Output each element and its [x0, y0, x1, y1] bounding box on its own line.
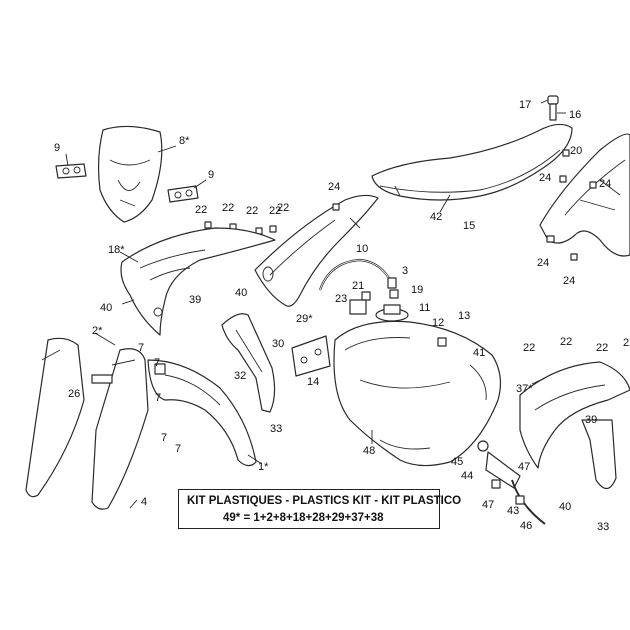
callout-24b: 24 — [599, 178, 611, 190]
callout-32: 32 — [234, 370, 246, 382]
callout-43: 43 — [507, 505, 519, 517]
bracket-right — [167, 185, 199, 203]
callout-22h: 22 — [596, 342, 608, 354]
callout-8: 8* — [179, 135, 190, 147]
callout-48: 48 — [363, 445, 375, 457]
callout-21: 21 — [352, 280, 364, 292]
callout-33b: 33 — [597, 521, 609, 533]
bracket-left — [55, 163, 87, 179]
fuel-tap — [477, 440, 546, 525]
callout-22f: 22 — [523, 342, 535, 354]
leader-lines — [65, 145, 546, 509]
callout-12: 12 — [432, 317, 444, 329]
callout-19: 19 — [411, 284, 423, 296]
callout-7e: 7 — [175, 443, 181, 455]
callout-40b: 40 — [235, 287, 247, 299]
callout-22g: 22 — [560, 336, 572, 348]
right-side-cover — [519, 361, 630, 490]
plastics-kit-box: KIT PLASTIQUES - PLASTICS KIT - KIT PLAS… — [178, 489, 461, 529]
callout-24c: 24 — [537, 257, 549, 269]
kit-formula: 49* = 1+2+8+18+28+29+37+38 — [223, 512, 384, 524]
callout-17: 17 — [519, 99, 531, 111]
callout-20: 20 — [570, 145, 582, 157]
callout-22c: 22 — [246, 205, 258, 217]
callout-9b: 9 — [208, 169, 214, 181]
frame-guard — [221, 313, 276, 413]
mounting-plate — [291, 335, 331, 377]
callout-18: 18* — [108, 244, 125, 256]
fuel-tank — [333, 320, 502, 467]
callout-7a: 7 — [138, 342, 144, 354]
callout-10: 10 — [356, 243, 368, 255]
callout-46: 46 — [520, 520, 532, 532]
left-shroud — [120, 227, 276, 336]
callout-41: 41 — [473, 347, 485, 359]
front-fender — [147, 359, 257, 467]
callout-45: 45 — [451, 456, 463, 468]
callout-2: 2* — [92, 325, 103, 337]
callout-23: 23 — [335, 293, 347, 305]
kit-title: KIT PLASTIQUES - PLASTICS KIT - KIT PLAS… — [187, 495, 462, 507]
callout-14: 14 — [307, 376, 319, 388]
callout-26: 26 — [68, 388, 80, 400]
callout-15: 15 — [463, 220, 475, 232]
right-shroud — [254, 194, 379, 307]
callout-9a: 9 — [54, 142, 60, 154]
fuel-cap — [540, 95, 566, 121]
callout-22d: 22 — [269, 205, 281, 217]
callout-24d: 24 — [563, 275, 575, 287]
headlight-mask — [97, 125, 163, 223]
callout-7c: 7 — [155, 392, 161, 404]
callout-47b: 47 — [482, 499, 494, 511]
callout-42: 42 — [430, 211, 442, 223]
callout-13: 13 — [458, 310, 470, 322]
strap-26 — [91, 374, 113, 384]
callout-4: 4 — [141, 496, 147, 508]
callout-29: 29* — [296, 313, 313, 325]
callout-40c: 40 — [559, 501, 571, 513]
callout-22a: 22 — [195, 204, 207, 216]
callout-39a: 39 — [189, 294, 201, 306]
tank-cap — [375, 277, 409, 322]
callout-39b: 39 — [585, 414, 597, 426]
callout-16: 16 — [569, 109, 581, 121]
rear-side-panel — [539, 133, 630, 261]
callout-1: 1* — [258, 461, 269, 473]
callout-22b: 22 — [222, 202, 234, 214]
callout-44: 44 — [461, 470, 473, 482]
clip-23 — [349, 299, 367, 315]
callout-24a: 24 — [539, 172, 551, 184]
callout-33a: 33 — [270, 423, 282, 435]
callout-37: 37* — [516, 383, 533, 395]
callout-47a: 47 — [518, 461, 530, 473]
callout-22i: 22 — [277, 202, 289, 214]
fork-guards — [25, 337, 149, 510]
callout-22e: 22 — [623, 337, 630, 349]
callout-7d: 7 — [161, 432, 167, 444]
callout-24e: 24 — [328, 181, 340, 193]
callout-7b: 7 — [154, 357, 160, 369]
breather-hose-inner — [319, 259, 391, 291]
callout-30: 30 — [272, 338, 284, 350]
callout-11: 11 — [419, 302, 430, 314]
screws-22 — [204, 221, 277, 235]
callout-40a: 40 — [100, 302, 112, 314]
callout-3: 3 — [402, 265, 408, 277]
